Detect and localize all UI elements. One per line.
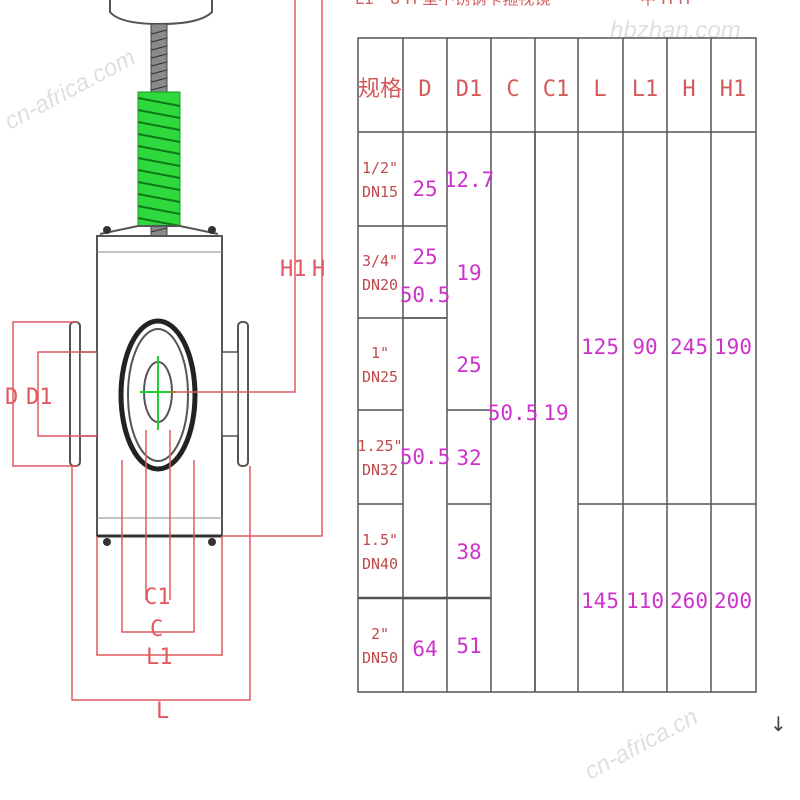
header-cell: 规格 [358, 77, 402, 102]
bolt-bottom-right [208, 538, 216, 546]
header-cell: L1 [632, 77, 659, 102]
label-h: H [312, 257, 325, 282]
cell-l1-small: 90 [632, 335, 657, 359]
watermark-top-left: cn-africa.com [0, 44, 140, 135]
cell-l1-large: 110 [626, 589, 664, 613]
header-cell: L [593, 77, 606, 102]
ferrule-right [237, 321, 249, 467]
label-c: C [150, 617, 163, 642]
cell-d1: 19 [456, 261, 481, 285]
header-cell: H [682, 77, 695, 102]
pipe-left [79, 351, 98, 437]
d1-column: 12.7 19 25 32 38 51 [444, 168, 495, 658]
size-label: DN15 [362, 183, 398, 201]
header-cell: C [506, 77, 519, 102]
size-label: DN32 [362, 461, 398, 479]
yoke [99, 225, 219, 235]
cell-c: 50.5 [488, 401, 539, 425]
size-label: 1.5" [362, 531, 398, 549]
handwheel [109, 0, 213, 26]
cell-d-r234: 50.5 [400, 445, 451, 469]
size-column: 1/2" DN15 3/4" DN20 1" DN25 1.25" DN32 1.5" DN40 2… [357, 159, 402, 667]
size-label: DN25 [362, 368, 398, 386]
size-label: DN40 [362, 555, 398, 573]
size-label: DN50 [362, 649, 398, 667]
size-label: 1/2" [362, 159, 398, 177]
cell-h1-large: 200 [714, 589, 752, 613]
cell-d1: 12.7 [444, 168, 495, 192]
cell-h-large: 260 [670, 589, 708, 613]
size-label: 1.25" [357, 437, 402, 455]
cell-d-r5: 64 [412, 637, 437, 661]
watermark-bottom-right: cn-africa.cn [580, 703, 702, 785]
header-cell: D [418, 77, 431, 102]
mask-c1-merge [536, 133, 577, 691]
label-d1: D1 [26, 385, 53, 410]
caption-left: L1 - 8 H 型不锈钢卡箍视镜 [355, 0, 550, 8]
cell-l-large: 145 [581, 589, 619, 613]
cell-d1: 51 [456, 634, 481, 658]
watermark-top-right: hbzhan.com [610, 17, 741, 44]
bolt-top-left [103, 226, 111, 234]
mask-c-merge [492, 133, 534, 691]
cell-d-r1a: 25 [412, 245, 437, 269]
cell-c1: 19 [543, 401, 568, 425]
caption-right: 中 H H [640, 0, 690, 8]
cell-d1: 25 [456, 353, 481, 377]
header-cell: C1 [543, 77, 570, 102]
label-d: D [5, 385, 18, 410]
size-label: 1" [371, 344, 389, 362]
spec-table: 规格 D D1 C C1 L L1 H H1 1/2" DN15 3/4" DN20 1" DN25 1.2… [357, 37, 757, 693]
dimension-lines [12, 0, 323, 701]
bolt-bottom-left [103, 538, 111, 546]
sight-glass-drawing [69, 0, 249, 546]
spring-coils [137, 97, 181, 227]
label-l1: L1 [146, 645, 173, 670]
label-h1: H1 [280, 257, 307, 282]
mask-d-merge [404, 319, 446, 597]
label-l: L [156, 699, 169, 724]
cell-d-r0: 25 [412, 177, 437, 201]
label-c1: C1 [144, 585, 171, 610]
cell-d1: 38 [456, 540, 481, 564]
pipe-right [221, 351, 239, 437]
cell-h1-small: 190 [714, 335, 752, 359]
size-label: 2" [371, 625, 389, 643]
ferrule-left [69, 321, 81, 467]
size-label: DN20 [362, 276, 398, 294]
cell-h-small: 245 [670, 335, 708, 359]
size-label: 3/4" [362, 252, 398, 270]
header-cell: D1 [456, 77, 483, 102]
cell-d-r1b: 50.5 [400, 283, 451, 307]
cell-d1: 32 [456, 446, 481, 470]
cell-l-small: 125 [581, 335, 619, 359]
table-header-row: 规格 D D1 C C1 L L1 H H1 [358, 77, 746, 102]
down-arrow-icon: ↓ [770, 712, 787, 736]
bolt-top-right [208, 226, 216, 234]
header-cell: H1 [720, 77, 747, 102]
